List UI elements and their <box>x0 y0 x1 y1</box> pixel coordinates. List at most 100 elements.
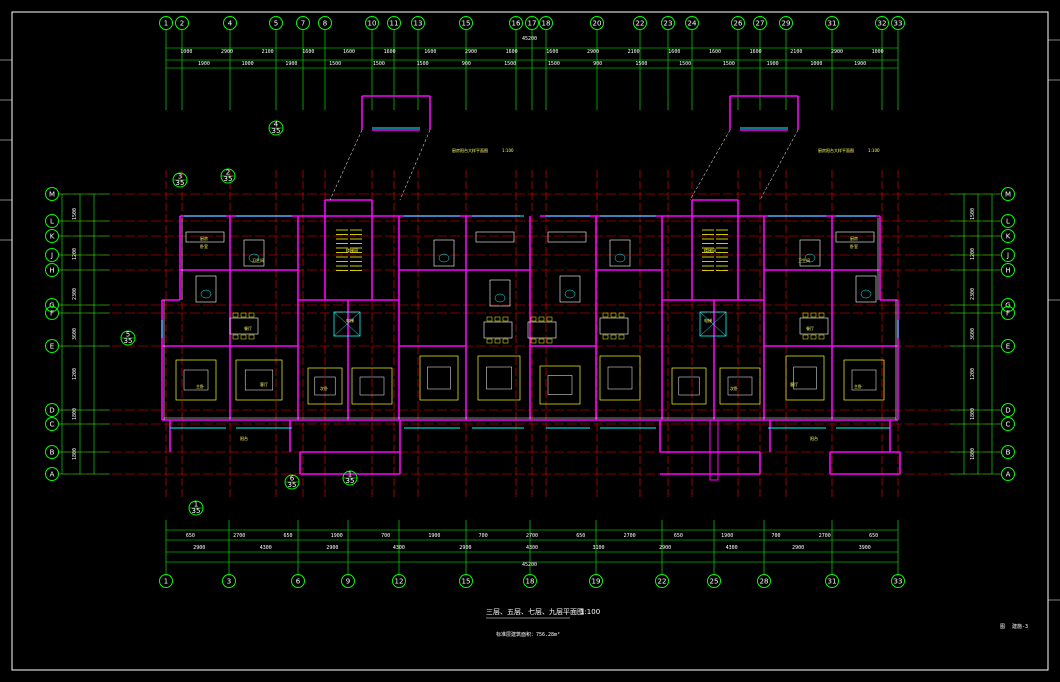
room-label-left-1: 卫生间 <box>252 257 264 263</box>
dining-table-0 <box>229 317 259 335</box>
detail-note-right-scale: 1:100 <box>868 148 880 153</box>
toilet-4 <box>200 289 212 299</box>
axis-bottom-31-circle <box>825 574 839 588</box>
axis-bottom-25-label: 25 <box>710 578 719 586</box>
sheet-stamp: 图 <box>1000 624 1005 630</box>
axis-bottom-19-circle <box>589 574 603 588</box>
dim-bottom-row1-5: 1900 <box>428 533 440 539</box>
detail-bubble-sheet: 35 <box>346 477 355 485</box>
axis-left-M-circle <box>45 187 59 201</box>
dim-bottom-row1-7: 2700 <box>526 533 538 539</box>
bed-6 <box>539 365 581 405</box>
axis-left-H: H <box>45 263 59 277</box>
bed-inner-0 <box>183 369 209 391</box>
detail-leader-3 <box>759 129 799 201</box>
axis-right-E-label: E <box>1006 343 1010 351</box>
dim-right-1: 1200 <box>970 248 976 260</box>
axis-top-22: 22 <box>633 16 647 30</box>
dining-table-1 <box>599 317 629 335</box>
dim-top-row1-14: 1600 <box>750 49 762 55</box>
bath-fixture-6 <box>559 275 581 303</box>
chair-bot-3-2 <box>502 338 509 344</box>
axis-top-4: 4 <box>223 16 237 30</box>
axis-top-15-circle <box>459 16 473 30</box>
axis-right-G: G <box>1001 298 1015 312</box>
dim-top-row2-1: 1000 <box>242 61 254 67</box>
center-pipe <box>709 419 719 481</box>
chair-bot-2-2 <box>818 334 825 340</box>
dim-top-row1-3: 1600 <box>302 49 314 55</box>
room-label-right-9: 电梯 <box>704 317 712 323</box>
room-label-right-4: 客厅 <box>790 381 798 387</box>
axis-left-L-circle <box>45 214 59 228</box>
axis-top-2-circle <box>175 16 189 30</box>
chair-bot-3-0 <box>486 338 493 344</box>
axis-bottom-15-circle <box>459 574 473 588</box>
axis-bottom-22: 22 <box>655 574 669 588</box>
bed-inner-2 <box>314 376 336 396</box>
dim-top-row1-11: 2100 <box>628 49 640 55</box>
axis-left-D: D <box>45 403 59 417</box>
detail-bubble-0: 335 <box>172 172 188 188</box>
axis-top-18-label: 18 <box>542 20 551 28</box>
axis-left-E: E <box>45 339 59 353</box>
axis-top-10-circle <box>365 16 379 30</box>
axis-right-B: B <box>1001 445 1015 459</box>
axis-top-20-label: 20 <box>593 20 602 28</box>
bath-fixture-4 <box>195 275 217 303</box>
axis-right-J-circle <box>1001 248 1015 262</box>
dim-bottom-row2-4: 2900 <box>459 545 471 551</box>
dim-top-row1-16: 2900 <box>831 49 843 55</box>
axis-top-32: 32 <box>875 16 889 30</box>
axis-right-B-circle <box>1001 445 1015 459</box>
bath-fixture-5 <box>489 279 511 307</box>
axis-bottom-18-label: 18 <box>526 578 535 586</box>
detail-bubble-number: 3 <box>178 173 182 181</box>
dim-left-4: 1200 <box>72 368 78 380</box>
kitchen-counter-0 <box>185 231 225 243</box>
axis-bottom-9-label: 9 <box>346 578 350 586</box>
axis-top-33: 33 <box>891 16 905 30</box>
chair-top-3-0 <box>486 316 493 322</box>
axis-top-16-circle <box>509 16 523 30</box>
axis-right-D-circle <box>1001 403 1015 417</box>
axis-right-E-circle <box>1001 339 1015 353</box>
axis-bottom-31: 31 <box>825 574 839 588</box>
detail-bubble-number: 5 <box>126 331 130 339</box>
axis-right-E: E <box>1001 339 1015 353</box>
axis-left-H-label: H <box>49 267 54 275</box>
axis-bottom-9-circle <box>341 574 355 588</box>
axis-top-13-label: 13 <box>414 20 423 28</box>
axis-left-K-label: K <box>50 233 55 241</box>
dim-bottom-row1-8: 650 <box>576 533 585 539</box>
dim-bottom-row1-14: 650 <box>869 533 878 539</box>
dim-bottom-row2-0: 2900 <box>193 545 205 551</box>
bed-9 <box>719 367 761 405</box>
axis-top-23: 23 <box>661 16 675 30</box>
dim-bottom-row2-1: 4300 <box>260 545 272 551</box>
detail-leader-1 <box>399 129 431 201</box>
axis-top-7-label: 7 <box>301 20 305 28</box>
dim-right-6: 1800 <box>970 448 976 460</box>
axis-top-11: 11 <box>387 16 401 30</box>
bed-inner-5 <box>486 366 512 390</box>
axis-left-B-label: B <box>50 449 55 457</box>
axis-top-26-circle <box>731 16 745 30</box>
detail-leader-0 <box>329 129 363 201</box>
dim-top-row2-6: 900 <box>462 61 471 67</box>
axis-right-C: C <box>1001 417 1015 431</box>
detail-bubble-2: 135 <box>188 500 204 516</box>
chair-top-3-1 <box>494 316 501 322</box>
detail-bubble-number: 6 <box>290 475 295 483</box>
dim-bottom-row1-11: 1900 <box>721 533 733 539</box>
dim-bottom-row2-5: 4300 <box>526 545 538 551</box>
bed-3 <box>351 367 393 405</box>
axis-right-G-label: G <box>1005 302 1010 310</box>
room-label-right-8: 楼梯间 <box>704 247 716 253</box>
room-label-right-3: 餐厅 <box>806 325 814 331</box>
dim-top-row1-0: 1000 <box>180 49 192 55</box>
detail-bubble-3: 535 <box>120 330 136 346</box>
axis-bottom-1: 1 <box>159 574 173 588</box>
detail-note-right: 厨房阳台大样平面图 <box>818 147 854 153</box>
dim-top-row2-4: 1500 <box>373 61 385 67</box>
